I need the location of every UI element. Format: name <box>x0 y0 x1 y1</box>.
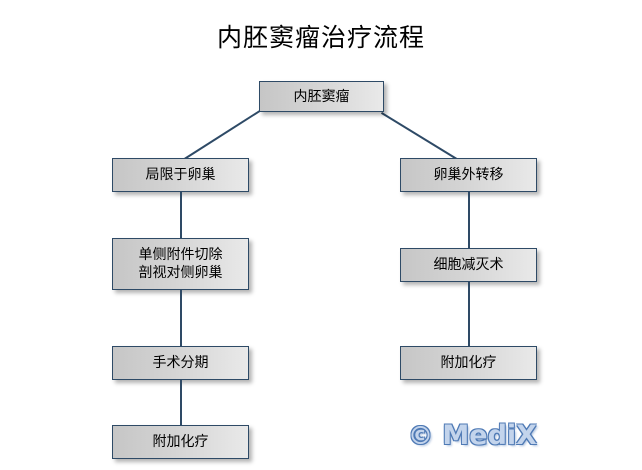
connector-left-step-1-to-step-2 <box>180 290 182 346</box>
connector-right-branch-to-step-1 <box>468 192 470 248</box>
node-right-step-1-label: 细胞减灭术 <box>433 257 504 273</box>
copyright-icon: © <box>408 421 433 450</box>
node-left-step-2-label: 手术分期 <box>152 355 209 371</box>
node-right-step-2-label: 附加化疗 <box>440 355 497 371</box>
node-left-step-2[interactable]: 手术分期 <box>112 346 249 380</box>
page-title: 内胚窦瘤治疗流程 <box>216 23 425 52</box>
node-left-branch[interactable]: 局限于卵巢 <box>112 158 249 192</box>
connector-right-step-1-to-step-2 <box>468 282 470 346</box>
watermark-logo: © MediX <box>408 420 537 451</box>
node-left-step-3-label: 附加化疗 <box>152 434 209 450</box>
watermark-brand-label: MediX <box>433 420 537 451</box>
node-right-branch-label: 卵巢外转移 <box>433 167 504 183</box>
connector-left-branch-to-step-1 <box>180 192 182 238</box>
node-right-branch[interactable]: 卵巢外转移 <box>400 158 537 192</box>
connector-root-to-left-branch <box>184 110 260 160</box>
connector-left-step-2-to-step-3 <box>180 380 182 425</box>
node-root[interactable]: 内胚窦瘤 <box>259 81 384 112</box>
node-root-label: 内胚窦瘤 <box>293 88 350 105</box>
node-right-step-1[interactable]: 细胞减灭术 <box>400 248 537 282</box>
node-right-step-2[interactable]: 附加化疗 <box>400 346 537 380</box>
node-left-step-3[interactable]: 附加化疗 <box>112 425 249 459</box>
node-left-step-1-label: 单侧附件切除 剖视对侧卵巢 <box>138 247 223 281</box>
node-left-step-1[interactable]: 单侧附件切除 剖视对侧卵巢 <box>112 238 249 290</box>
connector-root-to-right-branch <box>380 112 459 161</box>
node-left-branch-label: 局限于卵巢 <box>145 167 216 183</box>
